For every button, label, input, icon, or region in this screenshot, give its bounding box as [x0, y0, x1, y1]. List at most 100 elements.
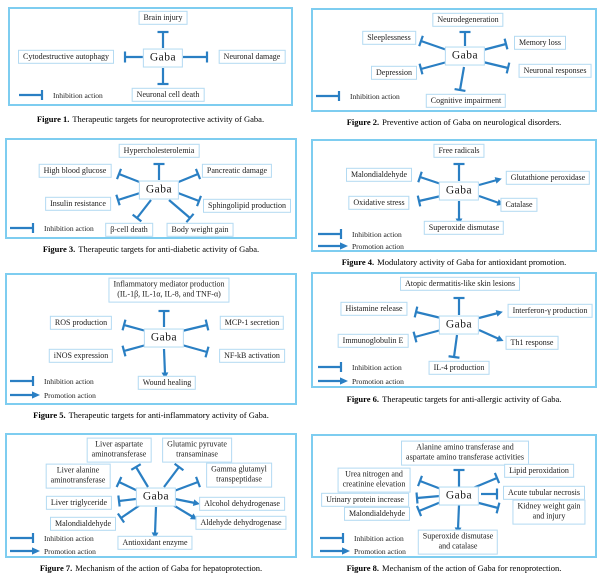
label-line: Histamine release	[345, 303, 403, 313]
label-line: Inflammatory mediator production	[113, 279, 225, 289]
label-line: High blood glucose	[43, 165, 107, 175]
malondialdehyde-box: Malondialdehyde	[344, 506, 410, 522]
depression-box: Depression	[371, 65, 417, 81]
caption-text: Therapeutic targets for anti-inflammator…	[68, 410, 269, 420]
ros-production-box: ROS production	[49, 315, 113, 331]
inos-expression-box: iNOS expression	[48, 348, 114, 364]
legend-label: Inhibition action	[350, 91, 400, 101]
body-weight-gain-box: Body weight gain	[166, 222, 234, 237]
label-line: Malondialdehyde	[351, 169, 407, 179]
label-line: Glutamic pyruvate	[167, 439, 227, 449]
figure-3-caption: Figure 3.Therapeutic targets for anti-di…	[43, 244, 259, 254]
legend-inhibition: Inhibition action	[9, 375, 94, 387]
caption-number: Figure 7.	[39, 563, 73, 573]
label-line: Liver alanine	[56, 465, 100, 475]
legend-label: Inhibition action	[354, 533, 404, 543]
caption-text: Modulatory activity of Gaba for antioxid…	[377, 257, 567, 267]
immunoglobulin-e-box: Immunoglobulin E	[337, 333, 409, 349]
legend-label: Promotion action	[352, 376, 404, 386]
label-line: aminotransferase	[91, 450, 147, 459]
label-line: Malondialdehyde	[349, 508, 405, 518]
histamine-release-box: Histamine release	[340, 301, 408, 317]
il-4-production-box: IL-4 production	[428, 360, 490, 376]
label-line: Liver triglyceride	[50, 497, 108, 507]
acute-tubular-necrosis-box: Acute tubular necrosis	[503, 485, 585, 501]
legend-inhibition: Inhibition action	[315, 90, 400, 102]
high-blood-glucose-box: High blood glucose	[38, 163, 112, 179]
gaba-node: Gaba	[142, 48, 184, 68]
label-line: aminotransferase	[50, 476, 106, 485]
label-line: Antioxidant enzyme	[122, 537, 188, 547]
figure-4-caption: Figure 4.Modulatory activity of Gaba for…	[342, 257, 567, 267]
label-line: Gaba	[445, 489, 473, 502]
caption-text: Mechanism of the action of Gaba for reno…	[382, 563, 562, 573]
caption-number: Figure 5.	[33, 410, 66, 420]
inhibition-bar-icon	[316, 91, 341, 101]
oxidative-stress-box: Oxidative stress	[348, 195, 410, 211]
label-line: Gaba	[150, 331, 178, 344]
promotion-arrow-icon	[320, 547, 350, 555]
promotion-arrow-icon	[10, 547, 40, 555]
sleeplessness-box: Sleeplessness	[362, 30, 416, 46]
label-line: ROS production	[54, 317, 108, 327]
label-line: Neuronal responses	[523, 65, 587, 75]
connector-lines	[115, 162, 202, 223]
atopic-dermatitis-like-skin-lesions-box: Atopic dermatitis-like skin lesions	[400, 276, 520, 292]
label-line: Atopic dermatitis-like skin lesions	[405, 278, 515, 288]
label-line: creatinine elevation	[342, 480, 406, 489]
legend-label: Promotion action	[352, 241, 404, 251]
catalase-box: Catalase	[500, 197, 538, 213]
label-line: Kidney weight gain	[517, 501, 581, 511]
label-line: Alcohol dehydrogenase	[204, 498, 280, 508]
malondialdehyde-box: Malondialdehyde	[346, 167, 412, 183]
label-line: Gaba	[149, 51, 177, 64]
cell-death-box: β-cell death	[105, 222, 153, 237]
interferon-production-box: Interferon-γ production	[507, 303, 593, 319]
label-line: Th1 response	[510, 337, 554, 347]
label-line: Glutathione peroxidase	[510, 172, 586, 182]
caption-number: Figure 2.	[346, 117, 380, 127]
label-line: (IL-1β, IL-1α, IL-8, and TNF-α)	[117, 290, 221, 299]
gaba-node: Gaba	[135, 487, 177, 507]
label-line: Immunoglobulin E	[342, 335, 404, 345]
pancreatic-damage-box: Pancreatic damage	[201, 163, 273, 179]
lipid-peroxidation-box: Lipid peroxidation	[504, 463, 574, 479]
caption-text: Therapeutic targets for neuroprotective …	[72, 114, 265, 124]
wound-healing-box: Wound healing	[137, 375, 197, 391]
connector-lines	[418, 30, 511, 93]
inhibition-bar-icon	[19, 90, 44, 100]
neuronal-cell-death-box: Neuronal cell death	[131, 87, 205, 103]
inhibition-bar-icon	[320, 533, 345, 543]
legend-promotion: Promotion action	[319, 545, 406, 556]
label-line: Urinary protein increase	[326, 494, 404, 504]
inflammatory-mediator-production-box: Inflammatory mediator production(IL-1β, …	[108, 277, 230, 303]
label-line: Sleeplessness	[367, 32, 411, 42]
label-line: Pancreatic damage	[206, 165, 268, 175]
legend-inhibition: Inhibition action	[9, 222, 94, 234]
caption-number: Figure 4.	[341, 257, 375, 267]
connector-lines	[121, 309, 210, 379]
th1-response-box: Th1 response	[505, 335, 559, 351]
label-line: transaminase	[176, 450, 218, 459]
label-line: Acute tubular necrosis	[508, 487, 580, 497]
label-line: NF-kB activation	[224, 350, 280, 360]
gaba-node: Gaba	[143, 328, 185, 348]
label-line: Liver aspartate	[95, 439, 143, 449]
legend-inhibition: Inhibition action	[9, 532, 94, 544]
connector-lines	[123, 30, 209, 86]
gaba-node: Gaba	[444, 46, 486, 66]
superoxide-dismutase-box: Superoxide dismutase	[423, 220, 505, 236]
legend-label: Inhibition action	[44, 223, 94, 233]
legend-label: Inhibition action	[44, 533, 94, 543]
label-line: Neuronal cell death	[136, 89, 200, 99]
malondialdehyde-box: Malondialdehyde	[50, 516, 116, 532]
label-line: Alanine amino transferase and	[416, 442, 514, 452]
